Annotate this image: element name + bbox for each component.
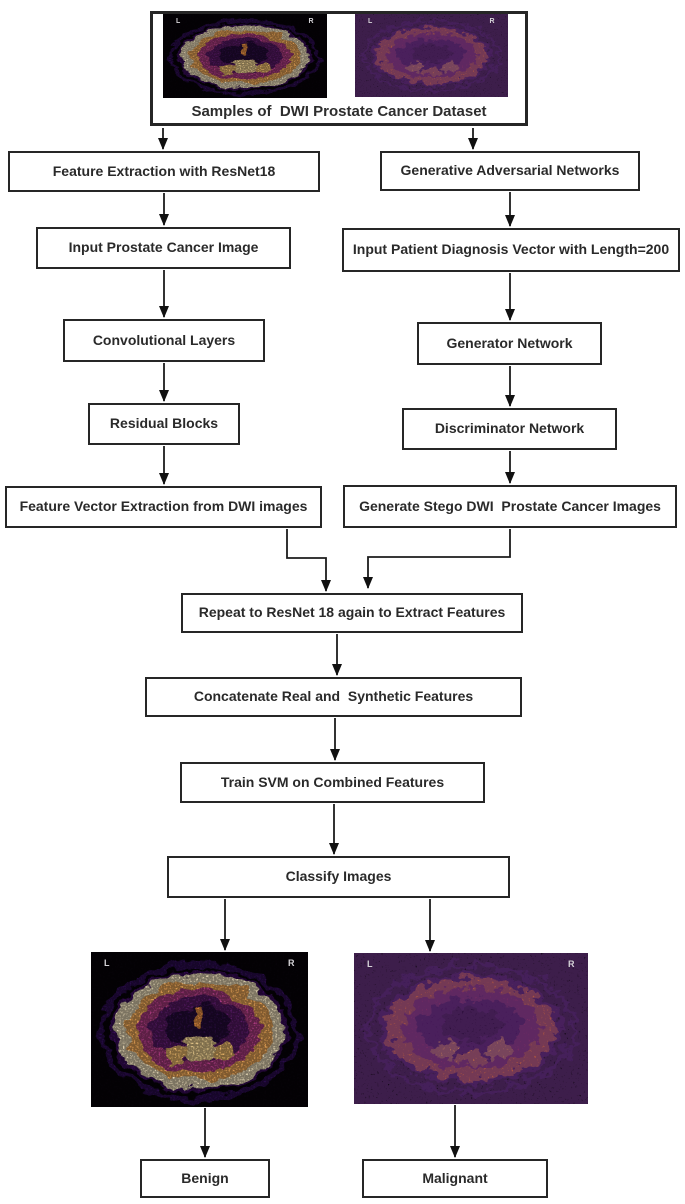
node-label: Malignant [422,1169,488,1186]
scan-left-marker: L [176,18,181,25]
node-malignant: Malignant [362,1159,548,1198]
scan-right-marker: R [489,18,495,25]
node-label: Generative Adversarial Networks [400,162,620,179]
dataset-caption: Samples of DWI Prostate Cancer Dataset [191,103,487,120]
node-label: Generate Stego DWI Prostate Cancer Image… [359,497,661,514]
node-label: Feature Extraction with ResNet18 [52,162,276,179]
brain-scan-art [355,14,508,97]
node-residual-blocks: Residual Blocks [88,403,240,445]
node-input-prostate-cancer-image: Input Prostate Cancer Image [36,227,291,269]
node-concatenate-features: Concatenate Real and Synthetic Features [145,677,522,717]
flow-arrow [286,529,331,592]
node-feature-extraction-resnet18: Feature Extraction with ResNet18 [8,151,320,192]
brain-scan-art [91,952,308,1107]
dwi-sample-bright-scan: L R [163,14,327,98]
malignant-result-scan: L R [354,953,588,1104]
node-label: Discriminator Network [434,420,585,437]
node-benign: Benign [140,1159,270,1198]
scan-left-marker: L [104,958,110,968]
node-label: Residual Blocks [109,415,219,432]
node-input-diagnosis-vector: Input Patient Diagnosis Vector with Leng… [342,228,680,272]
brain-scan-art [163,14,327,98]
node-label: Benign [181,1169,229,1186]
node-label: Generator Network [446,334,573,351]
dwi-sample-dark-scan: L R [355,14,508,97]
scan-right-marker: R [308,18,314,25]
scan-right-marker: R [568,959,575,969]
node-classify-images: Classify Images [167,856,510,898]
node-label: Repeat to ResNet 18 again to Extract Fea… [198,604,506,621]
node-label: Feature Vector Extraction from DWI image… [19,498,308,515]
node-label: Classify Images [285,868,392,885]
flow-arrow [363,529,511,589]
node-convolutional-layers: Convolutional Layers [63,319,265,362]
node-discriminator-network: Discriminator Network [402,408,617,450]
node-label: Input Prostate Cancer Image [68,239,259,256]
benign-result-scan: L R [91,952,308,1107]
node-label: Train SVM on Combined Features [220,773,445,790]
scan-left-marker: L [368,18,373,25]
node-feature-vector-extraction: Feature Vector Extraction from DWI image… [5,486,322,528]
scan-left-marker: L [367,959,373,969]
node-label: Input Patient Diagnosis Vector with Leng… [352,241,670,258]
node-generative-adversarial-networks: Generative Adversarial Networks [380,151,640,191]
node-label: Convolutional Layers [92,331,236,348]
brain-scan-art [354,953,588,1104]
node-train-svm: Train SVM on Combined Features [180,762,485,803]
node-label: Concatenate Real and Synthetic Features [193,688,474,705]
node-generate-stego-images: Generate Stego DWI Prostate Cancer Image… [343,485,677,528]
scan-right-marker: R [288,958,295,968]
node-repeat-resnet18: Repeat to ResNet 18 again to Extract Fea… [181,593,523,633]
node-generator-network: Generator Network [417,322,602,365]
